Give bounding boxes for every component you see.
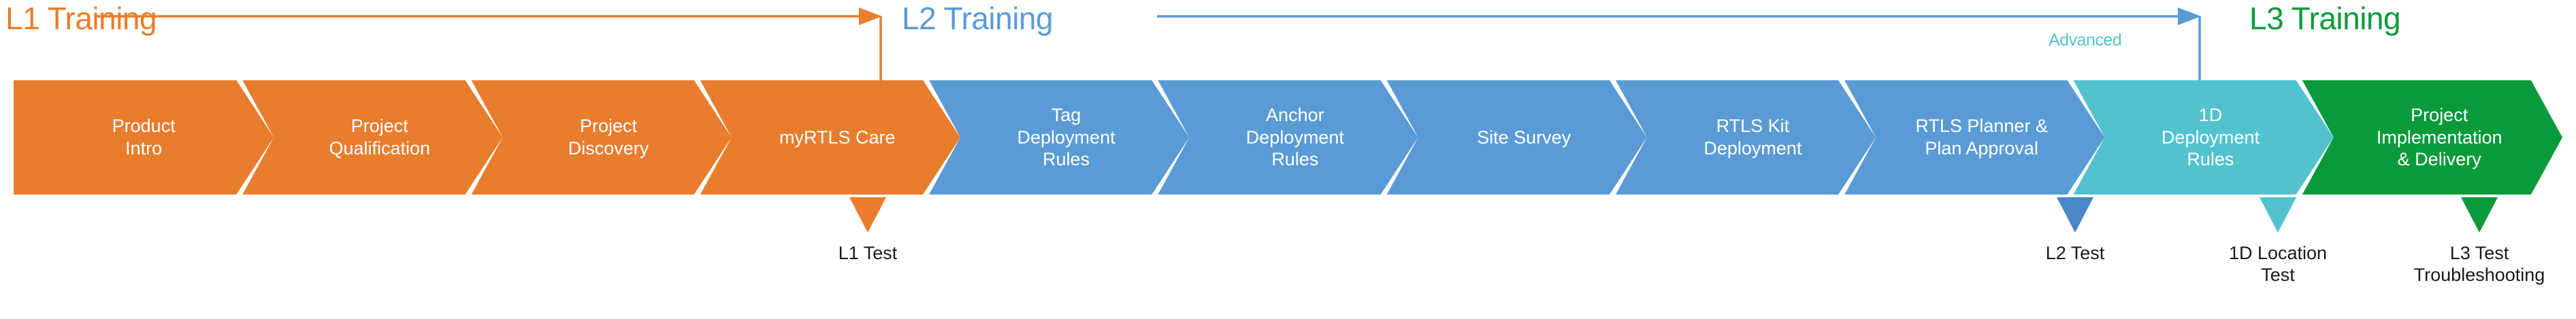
process-stage-tag-deployment-rules[interactable]: Tag Deployment Rules [929,80,1190,195]
process-chevron-band: Product Intro Project Qualification Projec… [0,80,2576,195]
test-marker-l2-test[interactable]: L2 Test [1973,197,2177,264]
process-stage-label: Project Implementation & Delivery [2376,104,2502,170]
test-marker-label: L3 Test Troubleshooting [2413,243,2545,286]
process-stage-label: RTLS Planner & Plan Approval [1915,116,2048,158]
test-marker-1d-location-test[interactable]: 1D Location Test [2176,197,2380,286]
test-marker-label: L1 Test [838,243,898,263]
process-stage-myrtls-care[interactable]: myRTLS Care [700,80,961,195]
process-stage-label: Tag Deployment Rules [1017,104,1115,170]
process-stage-label: Project Discovery [568,116,649,158]
down-arrow-icon [2057,197,2093,233]
process-stage-project-discovery[interactable]: Project Discovery [471,80,732,195]
section-title-l1: L1 Training [5,1,157,36]
process-stage-rtls-planner-approval[interactable]: RTLS Planner & Plan Approval [1844,80,2105,195]
down-arrow-icon [849,197,886,233]
process-stage-label: Product Intro [112,116,176,158]
down-arrow-icon [2260,197,2296,233]
process-stage-project-implementation[interactable]: Project Implementation & Delivery [2302,80,2562,195]
process-stage-anchor-deployment-rules[interactable]: Anchor Deployment Rules [1158,80,1418,195]
process-stage-label: RTLS Kit Deployment [1703,116,1802,158]
process-stage-label: Project Qualification [329,116,431,158]
l2-connector-arrow [1157,7,2201,80]
process-stage-label: Site Survey [1477,127,1571,148]
test-marker-l1-test[interactable]: L1 Test [766,197,970,264]
process-stage-rtls-kit-deployment[interactable]: RTLS Kit Deployment [1615,80,1876,195]
process-stage-product-intro[interactable]: Product Intro [14,80,274,195]
process-stage-label: 1D Deployment Rules [2161,104,2260,170]
process-stage-1d-deployment-rules[interactable]: 1D Deployment Rules [2073,80,2334,195]
process-stage-label: Anchor Deployment Rules [1245,104,1344,170]
down-arrow-icon [2461,197,2498,233]
section-title-advanced: Advanced [2049,31,2122,50]
process-stage-site-survey[interactable]: Site Survey [1386,80,1647,195]
process-stage-project-qualification[interactable]: Project Qualification [242,80,503,195]
process-stage-label: myRTLS Care [779,127,896,148]
test-marker-label: 1D Location Test [2228,243,2328,286]
section-title-l3: L3 Training [2249,1,2401,36]
test-marker-label: L2 Test [2045,243,2105,263]
test-marker-l3-test-troubleshooting[interactable]: L3 Test Troubleshooting [2377,197,2576,286]
section-title-l2: L2 Training [902,1,1054,36]
l1-connector-arrow [95,7,882,80]
